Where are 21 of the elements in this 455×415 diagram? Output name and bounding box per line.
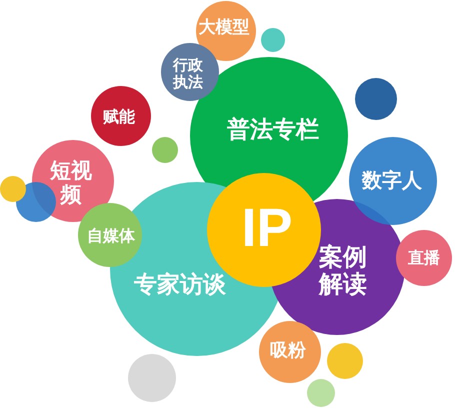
dot-icon xyxy=(0,176,26,202)
bubble xyxy=(91,86,151,146)
dot-icon xyxy=(327,343,363,379)
dot-icon xyxy=(128,354,176,402)
bubble-label: 数字人 xyxy=(362,168,422,192)
bubble-label: 自媒体 xyxy=(87,227,135,245)
dot-icon xyxy=(152,137,178,163)
bubble-label: 行政执法 xyxy=(173,57,203,91)
bubble-label: 吸粉 xyxy=(270,340,306,362)
bubble-label: 普法专栏 xyxy=(227,118,319,144)
dot-icon xyxy=(355,78,397,120)
bubble-label: 直播 xyxy=(408,249,440,267)
dot-icon xyxy=(307,379,335,407)
bubble-label: 专家访谈 xyxy=(134,273,226,299)
bubble-label: 短视频 xyxy=(50,159,92,207)
bubble xyxy=(259,321,321,383)
bubble-label: 大模型 xyxy=(198,18,250,38)
bubble-label: IP xyxy=(241,198,293,258)
dot-icon xyxy=(261,28,285,52)
bubble-label: 赋能 xyxy=(103,108,135,126)
bubble-label: 案例解读 xyxy=(319,244,367,298)
